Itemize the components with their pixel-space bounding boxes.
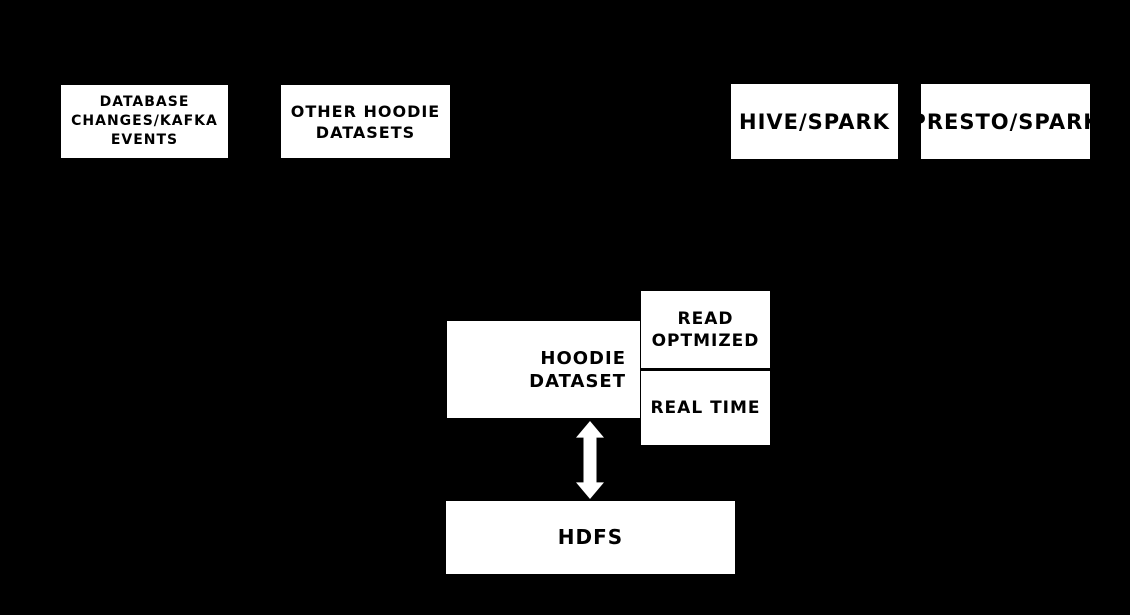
node-label-presto-spark: PRESTO/SPARK <box>910 109 1101 134</box>
node-label-hoodie-dataset: HOODIE DATASET <box>529 347 626 392</box>
node-label-real-time: REAL TIME <box>650 398 761 418</box>
node-presto-spark: PRESTO/SPARK <box>910 84 1100 159</box>
node-other-hoodie-datasets: OTHER HOODIE DATASETS <box>281 85 450 158</box>
node-real-time-view: REAL TIME <box>641 371 770 445</box>
node-hive-spark: HIVE/SPARK <box>731 84 898 159</box>
node-hdfs: HDFS <box>446 501 735 574</box>
node-label-hdfs: HDFS <box>557 525 624 549</box>
node-database-changes-kafka-events: DATABASE CHANGES/KAFKA EVENTS <box>61 85 228 158</box>
node-label-other-hoodie-datasets: OTHER HOODIE DATASETS <box>290 101 441 142</box>
hoodie-hdfs-double-arrow-icon <box>576 421 604 499</box>
node-read-optmized-view: READ OPTMIZED <box>641 291 770 368</box>
node-label-database-changes-kafka-events: DATABASE CHANGES/KAFKA EVENTS <box>71 94 218 148</box>
node-label-read-optmized: READ OPTMIZED <box>651 308 760 351</box>
node-hoodie-dataset: HOODIE DATASET <box>447 321 640 418</box>
node-label-hive-spark: HIVE/SPARK <box>739 109 890 134</box>
